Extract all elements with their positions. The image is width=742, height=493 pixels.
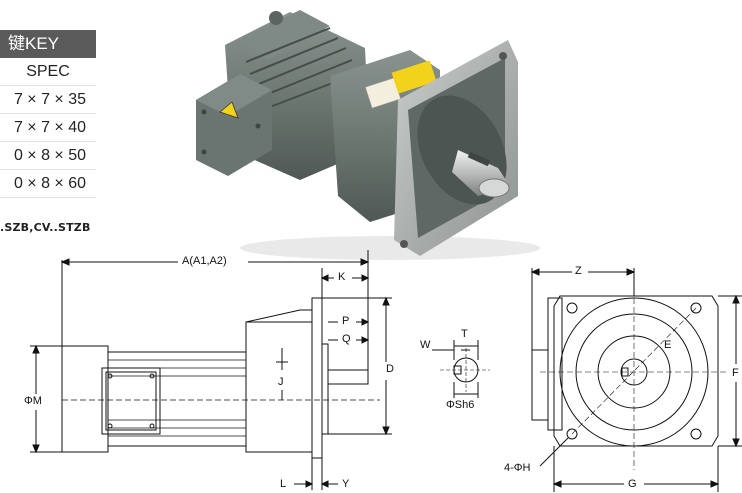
dim-label-h: 4-ΦH xyxy=(504,462,531,474)
dim-label-l: L xyxy=(280,478,287,490)
side-view xyxy=(61,297,380,459)
warning-icon xyxy=(219,101,239,119)
dim-label-sh6: ΦSh6 xyxy=(446,399,475,411)
dim-g xyxy=(552,446,720,492)
dim-label-w: W xyxy=(420,339,431,351)
key-table-row: 0 × 8 × 50 xyxy=(0,142,96,170)
front-view xyxy=(531,280,728,470)
dim-label-g: G xyxy=(628,478,637,490)
dim-label-e: E xyxy=(664,339,672,351)
dim-label-k: K xyxy=(338,271,346,283)
dim-j xyxy=(276,348,288,400)
output-shaft xyxy=(452,150,510,198)
dim-label-f: F xyxy=(732,367,739,379)
dim-label-p: P xyxy=(342,315,350,327)
flange xyxy=(394,40,518,256)
dim-label-t: T xyxy=(461,328,468,340)
model-series-text: .SZB,CV..STZB xyxy=(0,221,91,234)
key-table-row: 0 × 8 × 60 xyxy=(0,170,96,198)
shaft-section-view xyxy=(432,340,490,398)
dim-f xyxy=(718,294,742,448)
dim-l-y xyxy=(294,458,338,490)
dim-label-d: D xyxy=(386,363,394,375)
dim-k xyxy=(320,268,370,298)
dim-a xyxy=(60,250,370,370)
dim-label-y: Y xyxy=(342,478,350,490)
dim-label-q: Q xyxy=(342,333,351,345)
dim-d xyxy=(322,296,392,436)
dim-label-a: A(A1,A2) xyxy=(182,255,227,267)
dim-label-z: Z xyxy=(575,265,582,277)
dim-m xyxy=(30,344,62,454)
dim-p-q xyxy=(328,318,370,344)
dim-label-m: ΦM xyxy=(24,395,42,407)
dim-h xyxy=(539,437,569,467)
key-table-header: 键KEY xyxy=(0,30,96,58)
terminal-box xyxy=(196,74,272,176)
dim-label-j: J xyxy=(278,376,284,388)
key-table: 键KEY SPEC 7 × 7 × 35 7 × 7 × 40 0 × 8 × … xyxy=(0,30,96,198)
key-table-row: 7 × 7 × 35 xyxy=(0,86,96,114)
dim-z xyxy=(530,268,636,350)
key-table-row: 7 × 7 × 40 xyxy=(0,114,96,142)
key-table-spec-label: SPEC xyxy=(0,58,96,86)
